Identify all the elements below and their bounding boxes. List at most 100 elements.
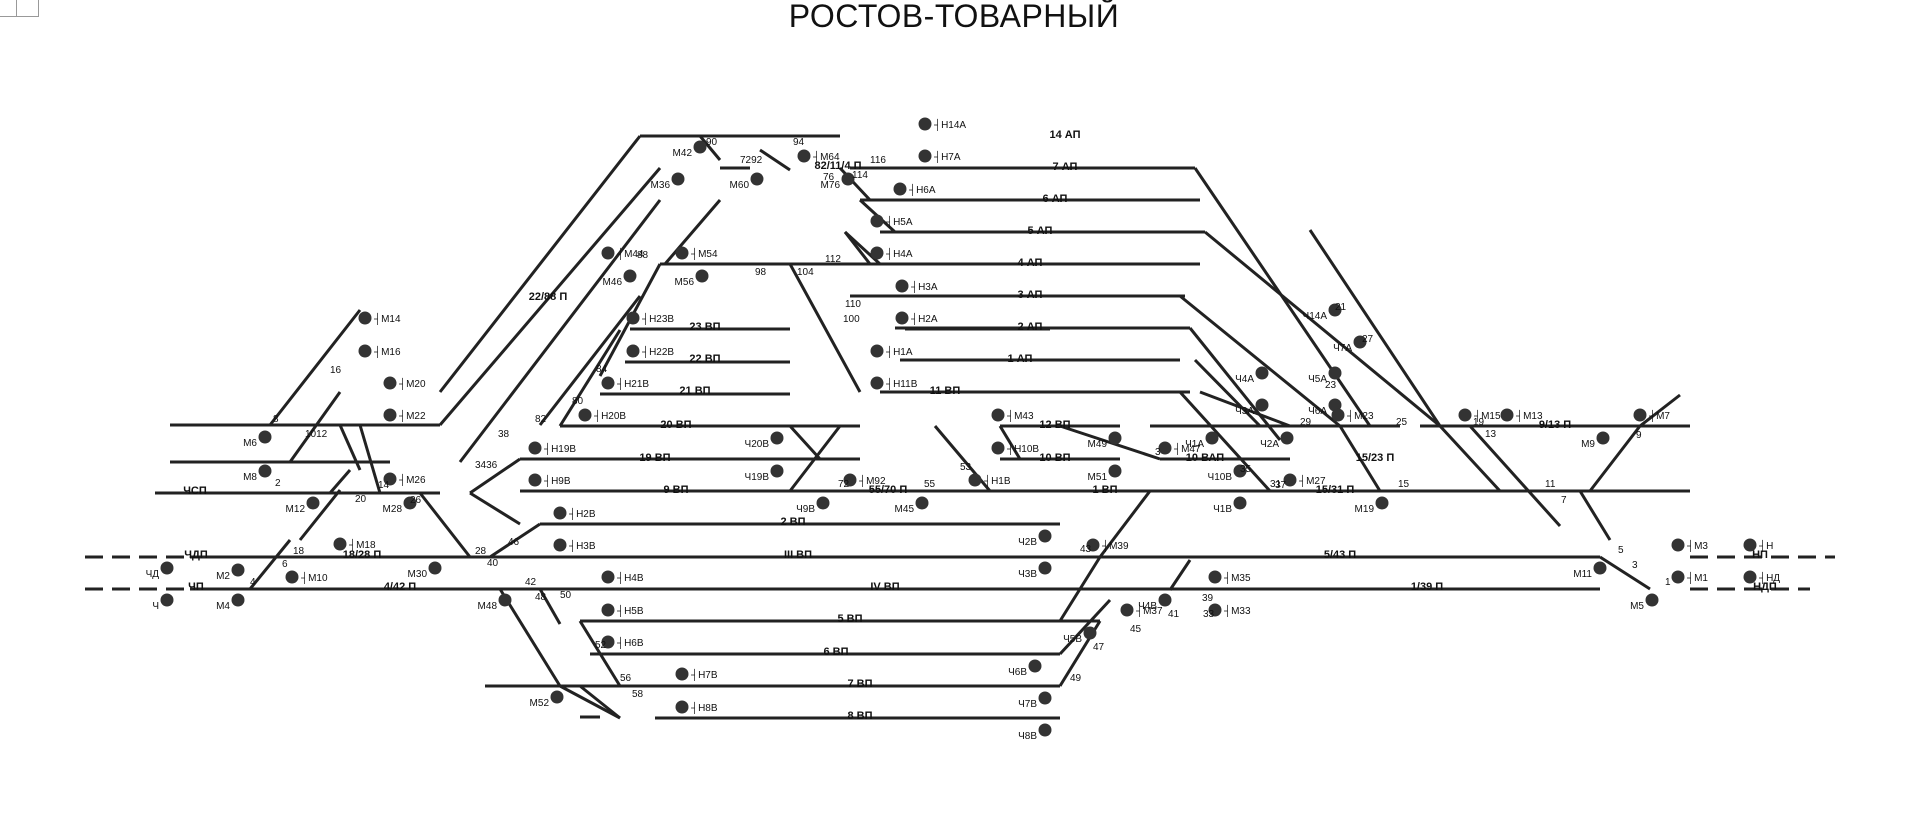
signal-м28-marker[interactable]: [403, 496, 417, 510]
signal-ч6а-marker[interactable]: [1328, 398, 1342, 412]
signal-н14а-marker[interactable]: [918, 117, 932, 131]
signal-м51-marker[interactable]: [1108, 464, 1122, 478]
signal-м9-marker[interactable]: [1596, 431, 1610, 445]
signal-м4-marker[interactable]: [231, 593, 245, 607]
signal-label-м47: ┤М47: [1173, 442, 1201, 456]
signal-м92-marker[interactable]: [843, 473, 857, 487]
signal-н21в-marker[interactable]: [601, 376, 615, 390]
signal-м18-marker[interactable]: [333, 537, 347, 551]
signal-м45-marker[interactable]: [915, 496, 929, 510]
signal-м37-marker[interactable]: [1120, 603, 1134, 617]
signal-ч3в-marker[interactable]: [1038, 561, 1052, 575]
signal-н7а-marker[interactable]: [918, 149, 932, 163]
signal-м48-marker[interactable]: [498, 593, 512, 607]
signal-м30-marker[interactable]: [428, 561, 442, 575]
signal-м64-marker[interactable]: [797, 149, 811, 163]
signal-ч3а-marker[interactable]: [1255, 398, 1269, 412]
signal-ч2в-marker[interactable]: [1038, 529, 1052, 543]
signal-ч8в-marker[interactable]: [1038, 723, 1052, 737]
signal-м15-marker[interactable]: [1458, 408, 1472, 422]
signal-м14-marker[interactable]: [358, 311, 372, 325]
track-label-1-вп: 1 ВП: [1092, 484, 1117, 496]
signal-н1в-marker[interactable]: [968, 473, 982, 487]
signal-н9в-marker[interactable]: [528, 473, 542, 487]
signal-ч14а-marker[interactable]: [1328, 303, 1342, 317]
signal-м7-marker[interactable]: [1633, 408, 1647, 422]
signal-ч7а-marker[interactable]: [1353, 335, 1367, 349]
signal-м1-marker[interactable]: [1671, 570, 1685, 584]
signal-м52-marker[interactable]: [550, 690, 564, 704]
signal-н19в-marker[interactable]: [528, 441, 542, 455]
signal-н4а-marker[interactable]: [870, 246, 884, 260]
signal-м2-marker[interactable]: [231, 563, 245, 577]
signal-м16-marker[interactable]: [358, 344, 372, 358]
signal-ч9в-marker[interactable]: [816, 496, 830, 510]
signal-м19-marker[interactable]: [1375, 496, 1389, 510]
signal-м44-marker[interactable]: [601, 246, 615, 260]
signal-ч5в-marker[interactable]: [1083, 626, 1097, 640]
signal-м5-marker[interactable]: [1645, 593, 1659, 607]
signal-м27-marker[interactable]: [1283, 473, 1297, 487]
signal-ч6в-marker[interactable]: [1028, 659, 1042, 673]
signal-м47-marker[interactable]: [1158, 441, 1172, 455]
signal-label-м51: М51: [1088, 472, 1108, 483]
signal-ч-marker[interactable]: [160, 593, 174, 607]
signal-н1а-marker[interactable]: [870, 344, 884, 358]
signal-м35-marker[interactable]: [1208, 570, 1222, 584]
signal-ч19в-marker[interactable]: [770, 464, 784, 478]
signal-н4в-marker[interactable]: [601, 570, 615, 584]
signal-м43-marker[interactable]: [991, 408, 1005, 422]
signal-м60-marker[interactable]: [750, 172, 764, 186]
signal-ч4в-marker[interactable]: [1158, 593, 1172, 607]
signal-н7в-marker[interactable]: [675, 667, 689, 681]
signal-label-н7в: ┤Н7В: [690, 668, 718, 682]
signal-ч1а-marker[interactable]: [1205, 431, 1219, 445]
signal-н2в-marker[interactable]: [553, 506, 567, 520]
signal-м10-marker[interactable]: [285, 570, 299, 584]
signal-м8-marker[interactable]: [258, 464, 272, 478]
signal-н23в-marker[interactable]: [626, 311, 640, 325]
signal-н3а-marker[interactable]: [895, 279, 909, 293]
signal-ч5а-marker[interactable]: [1328, 366, 1342, 380]
signal-м22-marker[interactable]: [383, 408, 397, 422]
signal-н10в-marker[interactable]: [991, 441, 1005, 455]
signal-м49-marker[interactable]: [1108, 431, 1122, 445]
signal-м56-marker[interactable]: [695, 269, 709, 283]
signal-м26-marker[interactable]: [383, 472, 397, 486]
signal-м20-marker[interactable]: [383, 376, 397, 390]
signal-м13-marker[interactable]: [1500, 408, 1514, 422]
signal-м11-marker[interactable]: [1593, 561, 1607, 575]
signal-ч20в-marker[interactable]: [770, 431, 784, 445]
signal-м36-marker[interactable]: [671, 172, 685, 186]
signal-н5в-marker[interactable]: [601, 603, 615, 617]
signal-н11в-marker[interactable]: [870, 376, 884, 390]
signal-чд-marker[interactable]: [160, 561, 174, 575]
signal-н8в-marker[interactable]: [675, 700, 689, 714]
signal-ч2а-marker[interactable]: [1280, 431, 1294, 445]
signal-м3-marker[interactable]: [1671, 538, 1685, 552]
signal-м46-marker[interactable]: [623, 269, 637, 283]
signal-нд-marker[interactable]: [1743, 570, 1757, 584]
signal-ч4а-marker[interactable]: [1255, 366, 1269, 380]
signal-н5а-marker[interactable]: [870, 214, 884, 228]
signal-н6в-marker[interactable]: [601, 635, 615, 649]
signal-н-marker[interactable]: [1743, 538, 1757, 552]
signal-ч1в-marker[interactable]: [1233, 496, 1247, 510]
signal-м33-marker[interactable]: [1208, 603, 1222, 617]
signal-н22в-marker[interactable]: [626, 344, 640, 358]
window-corner-control[interactable]: [0, 0, 39, 17]
signal-ч7в-marker[interactable]: [1038, 691, 1052, 705]
signal-м23-marker[interactable]: [1331, 408, 1345, 422]
signal-м39-marker[interactable]: [1086, 538, 1100, 552]
signal-м42-marker[interactable]: [693, 140, 707, 154]
signal-м76-marker[interactable]: [841, 172, 855, 186]
signal-н20в-marker[interactable]: [578, 408, 592, 422]
signal-ч10в-marker[interactable]: [1233, 464, 1247, 478]
signal-м6-marker[interactable]: [258, 430, 272, 444]
signal-н2а-marker[interactable]: [895, 311, 909, 325]
signal-н6а-marker[interactable]: [893, 182, 907, 196]
signal-м12-marker[interactable]: [306, 496, 320, 510]
signal-м54-marker[interactable]: [675, 246, 689, 260]
signal-н3в-marker[interactable]: [553, 538, 567, 552]
